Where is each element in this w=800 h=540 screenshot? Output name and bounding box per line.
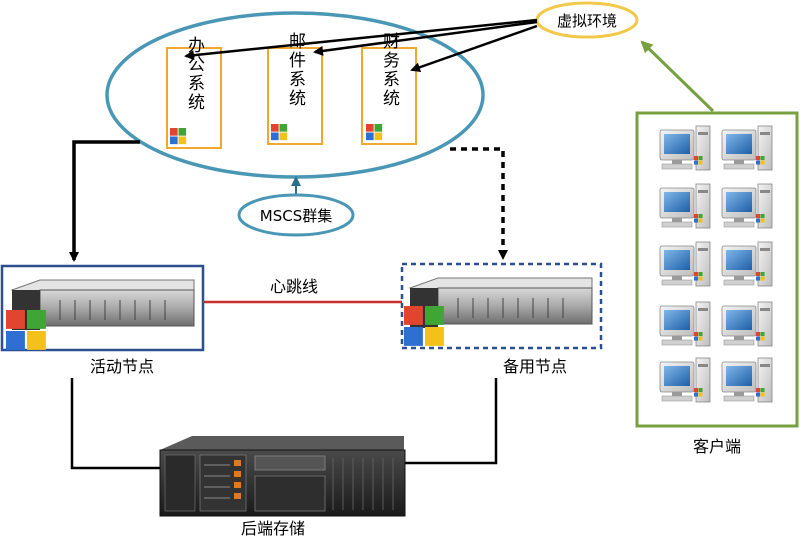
standby-storage-link (400, 378, 498, 465)
client-computer-icon (659, 125, 711, 171)
virtual-env-badge: 虚拟环境 (535, 1, 639, 39)
storage-icon (159, 436, 406, 517)
client-to-virtual-env-arrow (640, 40, 715, 113)
heartbeat-label: 心跳线 (270, 277, 318, 296)
mscs-cluster-badge: MSCS群集 (237, 176, 355, 237)
client-computer-icon (659, 241, 711, 287)
client-computer-icon (721, 183, 773, 229)
storage-label: 后端存储 (241, 519, 305, 538)
mscs-cluster-label: MSCS群集 (260, 207, 332, 225)
active-link-arrow (69, 140, 140, 262)
active-storage-link (70, 378, 160, 470)
client-grid (659, 125, 773, 403)
system-box-finance: 财务系统 (361, 32, 417, 145)
virtual-env-label: 虚拟环境 (557, 12, 617, 30)
client-computer-icon (659, 183, 711, 229)
virtual-env-arrows (184, 18, 538, 73)
server-icon (408, 277, 593, 328)
client-computer-icon (721, 357, 773, 403)
active-node-label: 活动节点 (90, 357, 154, 376)
client-computer-icon (721, 241, 773, 287)
client-computer-icon (659, 357, 711, 403)
system-box-mail: 邮件系统 (267, 32, 323, 145)
client-label: 客户端 (693, 437, 741, 456)
client-computer-icon (721, 125, 773, 171)
client-computer-icon (659, 301, 711, 347)
system-label-finance: 财务系统 (379, 32, 400, 108)
system-label-office: 办公系统 (184, 36, 205, 112)
system-label-mail: 邮件系统 (285, 32, 306, 108)
standby-node (400, 262, 603, 350)
standby-node-label: 备用节点 (503, 357, 567, 376)
client-computer-icon (721, 301, 773, 347)
active-node (0, 264, 205, 352)
standby-link-arrow (450, 147, 508, 260)
server-icon (10, 279, 195, 330)
